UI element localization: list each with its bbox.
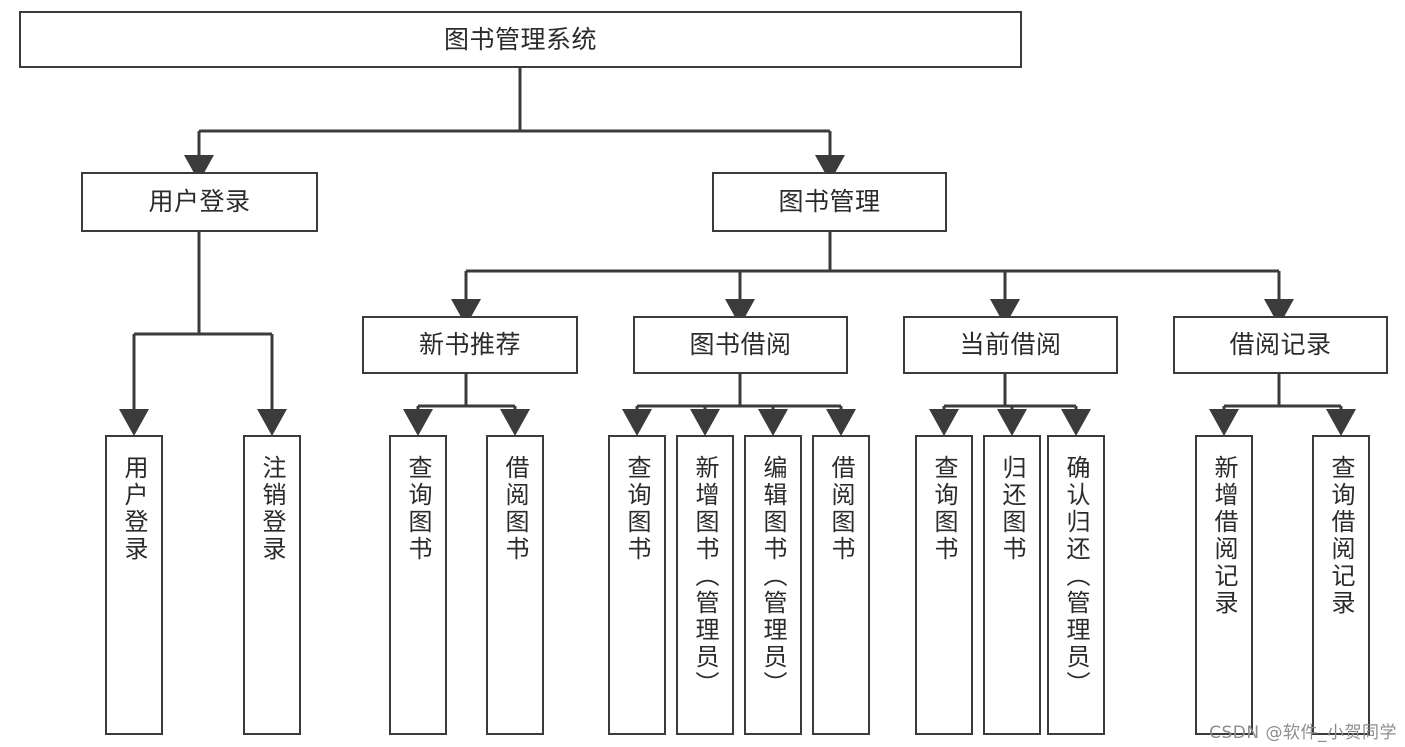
node-leaf-query-book-2[interactable]: 查询图书 (608, 435, 666, 735)
node-leaf-confirm-return[interactable]: 确认归还（管理员） (1047, 435, 1105, 735)
node-book-borrow[interactable]: 图书借阅 (633, 316, 848, 374)
node-leaf-borrow-book-2[interactable]: 借阅图书 (812, 435, 870, 735)
node-leaf-query-record[interactable]: 查询借阅记录 (1312, 435, 1370, 735)
node-leaf-return-book[interactable]: 归还图书 (983, 435, 1041, 735)
node-label: 新增图书（管理员） (691, 455, 719, 698)
node-label: 查询图书 (930, 455, 958, 563)
node-leaf-query-book-1[interactable]: 查询图书 (389, 435, 447, 735)
node-label: 确认归还（管理员） (1062, 455, 1090, 698)
node-label: 图书借阅 (689, 330, 792, 360)
node-label: 借阅图书 (501, 455, 529, 563)
node-label: 注销登录 (258, 455, 286, 563)
node-new-book-recommend[interactable]: 新书推荐 (362, 316, 578, 374)
watermark-text: CSDN @软件_小贺同学 (1209, 723, 1397, 743)
node-label: 借阅记录 (1229, 330, 1332, 360)
node-label: 查询图书 (404, 455, 432, 563)
node-leaf-edit-book[interactable]: 编辑图书（管理员） (744, 435, 802, 735)
node-book-management-system[interactable]: 图书管理系统 (19, 11, 1022, 68)
node-leaf-add-record[interactable]: 新增借阅记录 (1195, 435, 1253, 735)
node-label: 编辑图书（管理员） (759, 455, 787, 698)
node-leaf-borrow-book-1[interactable]: 借阅图书 (486, 435, 544, 735)
node-label: 查询图书 (623, 455, 651, 563)
node-borrow-record[interactable]: 借阅记录 (1173, 316, 1388, 374)
node-leaf-add-book[interactable]: 新增图书（管理员） (676, 435, 734, 735)
node-label: 当前借阅 (959, 330, 1062, 360)
node-leaf-user-logout[interactable]: 注销登录 (243, 435, 301, 735)
node-user-login[interactable]: 用户登录 (81, 172, 318, 232)
node-label: 用户登录 (148, 187, 251, 217)
node-label: 借阅图书 (827, 455, 855, 563)
node-label: 新书推荐 (418, 330, 521, 360)
node-label: 图书管理 (778, 187, 881, 217)
node-current-borrow[interactable]: 当前借阅 (903, 316, 1118, 374)
node-label: 归还图书 (998, 455, 1026, 563)
node-label: 图书管理系统 (443, 24, 597, 54)
node-label: 查询借阅记录 (1327, 455, 1355, 617)
node-label: 用户登录 (120, 455, 148, 563)
node-book-management[interactable]: 图书管理 (712, 172, 947, 232)
node-label: 新增借阅记录 (1210, 455, 1238, 617)
node-leaf-user-login[interactable]: 用户登录 (105, 435, 163, 735)
node-leaf-query-book-3[interactable]: 查询图书 (915, 435, 973, 735)
